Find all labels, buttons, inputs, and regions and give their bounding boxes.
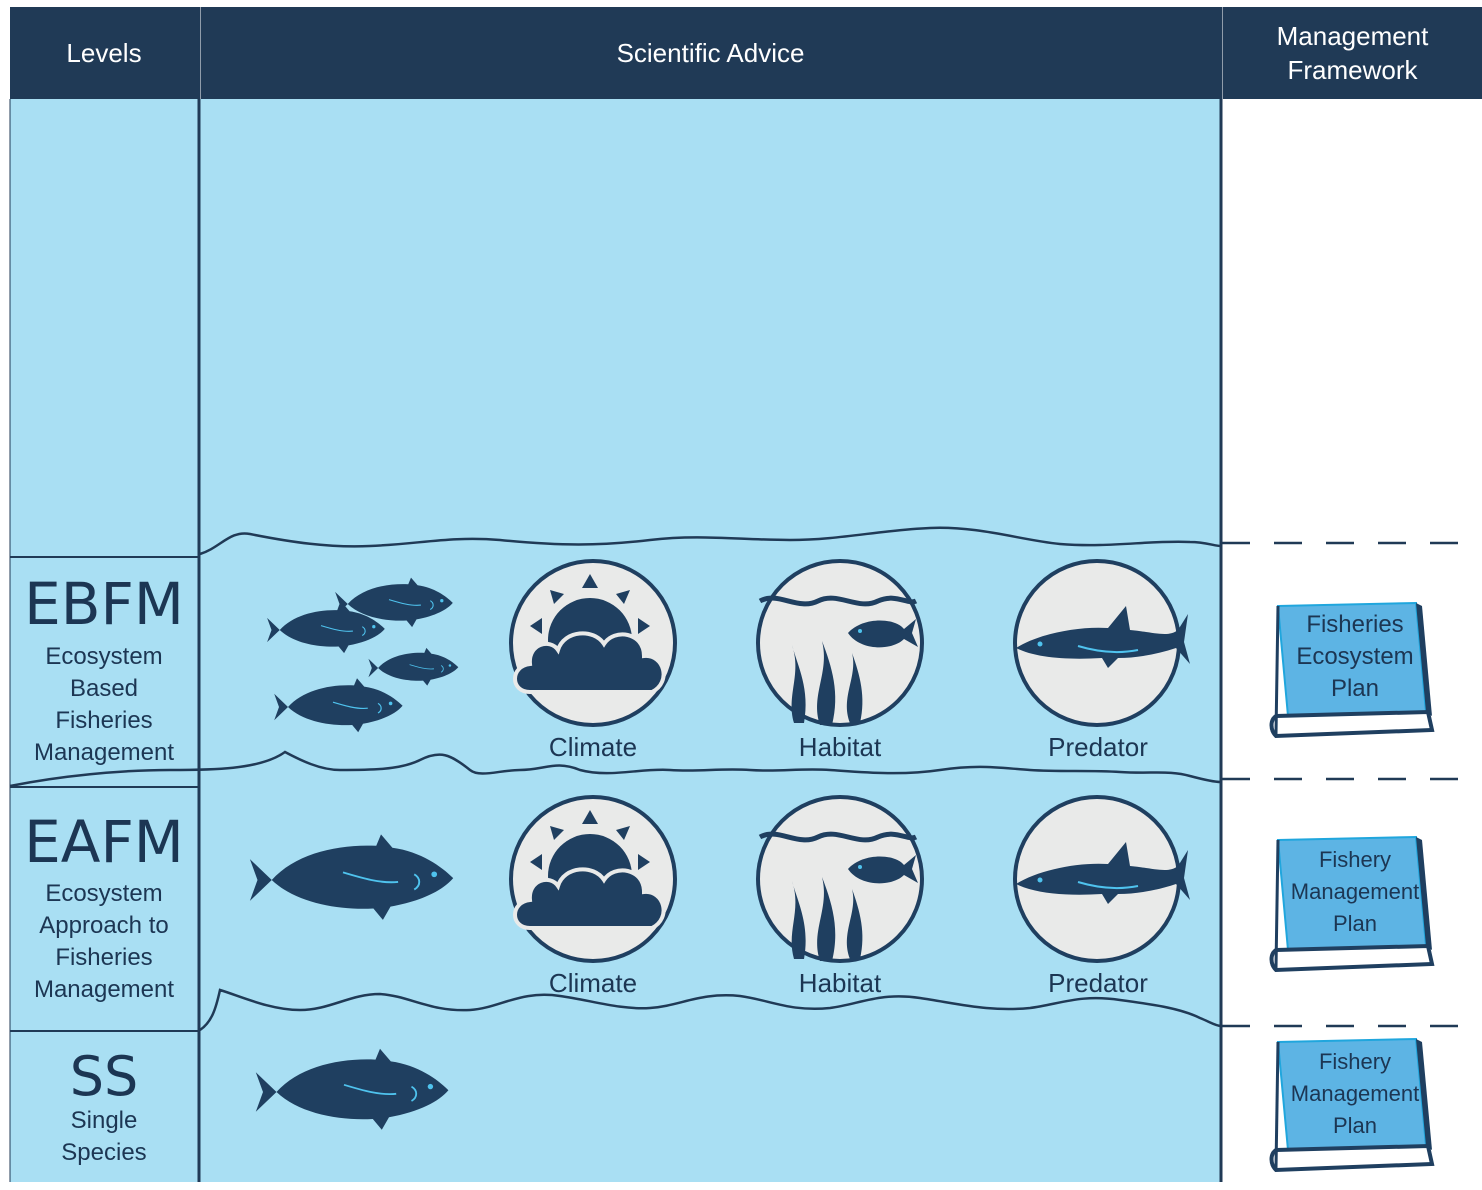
header-scientific-advice-label: Scientific Advice (616, 38, 805, 68)
plan-title: Fisheries Ecosystem Plan (1280, 609, 1430, 705)
level-name-line: Based (69, 675, 139, 702)
factor-label-climate: Climate (548, 732, 638, 762)
level-abbr-ss: SS (69, 1045, 139, 1108)
level-name-line: Fisheries (55, 707, 153, 734)
plan-title-line: Plan (1332, 1113, 1378, 1138)
level-name-ebfm: Ecosystem Based Fisheries Management (10, 641, 198, 769)
plan-title-line: Ecosystem (1296, 643, 1414, 670)
plan-title-line: Plan (1332, 911, 1378, 936)
level-name-line: Ecosystem (45, 643, 163, 670)
plan-title-line: Fisheries (1306, 611, 1404, 638)
header-management-framework: Management Framework (1223, 7, 1482, 99)
header-management-line1: Management (1276, 21, 1429, 51)
factor-label-predator: Predator (1048, 732, 1148, 762)
factor-label-climate: Climate (548, 968, 638, 998)
header-management-line2: Framework (1287, 55, 1418, 85)
plan-fisheries-ecosystem: Fisheries Ecosystem Plan (1272, 603, 1442, 753)
header-scientific-advice: Scientific Advice (201, 7, 1220, 99)
plan-title-line: Fishery (1318, 847, 1392, 872)
level-name-line: Ecosystem (45, 880, 163, 907)
level-name-line: Single (70, 1107, 138, 1134)
header-levels-label: Levels (66, 38, 142, 68)
plan-title-line: Management (1290, 879, 1420, 904)
header-levels: Levels (10, 7, 198, 99)
factor-label-habitat: Habitat (798, 732, 882, 762)
level-abbr-ebfm: EBFM (24, 570, 184, 638)
factor-label-predator: Predator (1048, 968, 1148, 998)
level-name-line: Fisheries (55, 944, 153, 971)
plan-title-line: Management (1290, 1081, 1420, 1106)
plan-fishery-management: Fishery Management Plan (1272, 838, 1442, 988)
plan-title: Fishery Management Plan (1280, 844, 1430, 940)
plan-title: Fishery Management Plan (1280, 1046, 1430, 1142)
level-abbr-eafm: EAFM (24, 808, 184, 876)
plan-fishery-management-ss: Fishery Management Plan (1272, 1040, 1442, 1190)
level-name-line: Management (33, 739, 175, 766)
level-name-ss: Single Species (10, 1105, 198, 1169)
level-name-line: Management (33, 976, 175, 1003)
level-name-eafm: Ecosystem Approach to Fisheries Manageme… (10, 878, 198, 1006)
plan-title-line: Plan (1330, 675, 1380, 702)
plan-title-line: Fishery (1318, 1049, 1392, 1074)
level-name-line: Species (61, 1139, 147, 1166)
factor-label-habitat: Habitat (798, 968, 882, 998)
level-name-line: Approach to (39, 912, 169, 939)
